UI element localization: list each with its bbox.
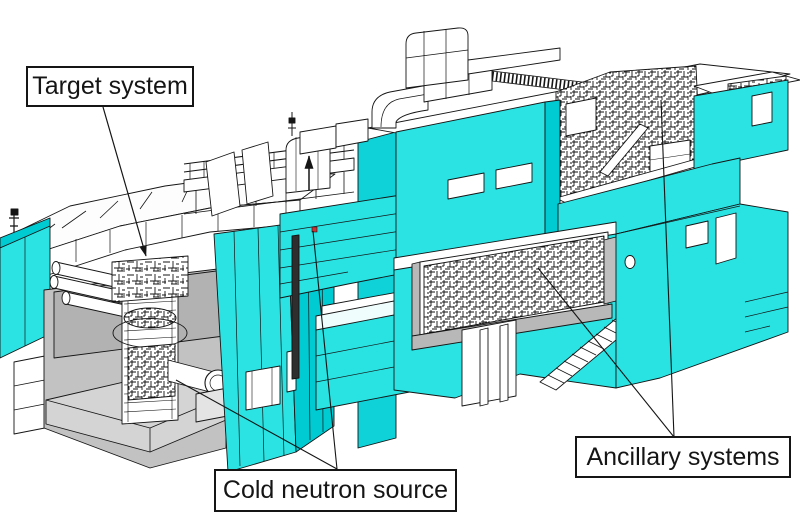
callout-cold-neutron-source: Cold neutron source (214, 469, 457, 512)
leader-ancillary-a (537, 267, 675, 438)
valve-marker (311, 226, 318, 233)
callout-ancillary-systems-label: Ancillary systems (586, 442, 780, 471)
target-head-machinery (111, 255, 189, 303)
window (447, 172, 485, 200)
cns-insert-pipe (291, 234, 300, 380)
mast-icon (9, 208, 19, 240)
main-building (367, 27, 800, 407)
callout-target-system: Target system (26, 66, 194, 107)
roof-ducts (371, 27, 561, 129)
callout-cold-neutron-source-label: Cold neutron source (222, 476, 449, 504)
leader-ancillary-b (660, 99, 675, 438)
leader-target-system (102, 106, 147, 257)
window (495, 162, 533, 190)
door-opening (715, 212, 737, 265)
entrance-door (461, 319, 517, 407)
leader-cold-source-b (312, 230, 338, 470)
leader-cold-source-a (175, 379, 338, 470)
porthole (624, 255, 636, 269)
callout-target-system-label: Target system (32, 72, 188, 100)
leader-lines (102, 99, 675, 470)
callout-ancillary-systems: Ancillary systems (575, 436, 791, 478)
window (685, 220, 709, 249)
